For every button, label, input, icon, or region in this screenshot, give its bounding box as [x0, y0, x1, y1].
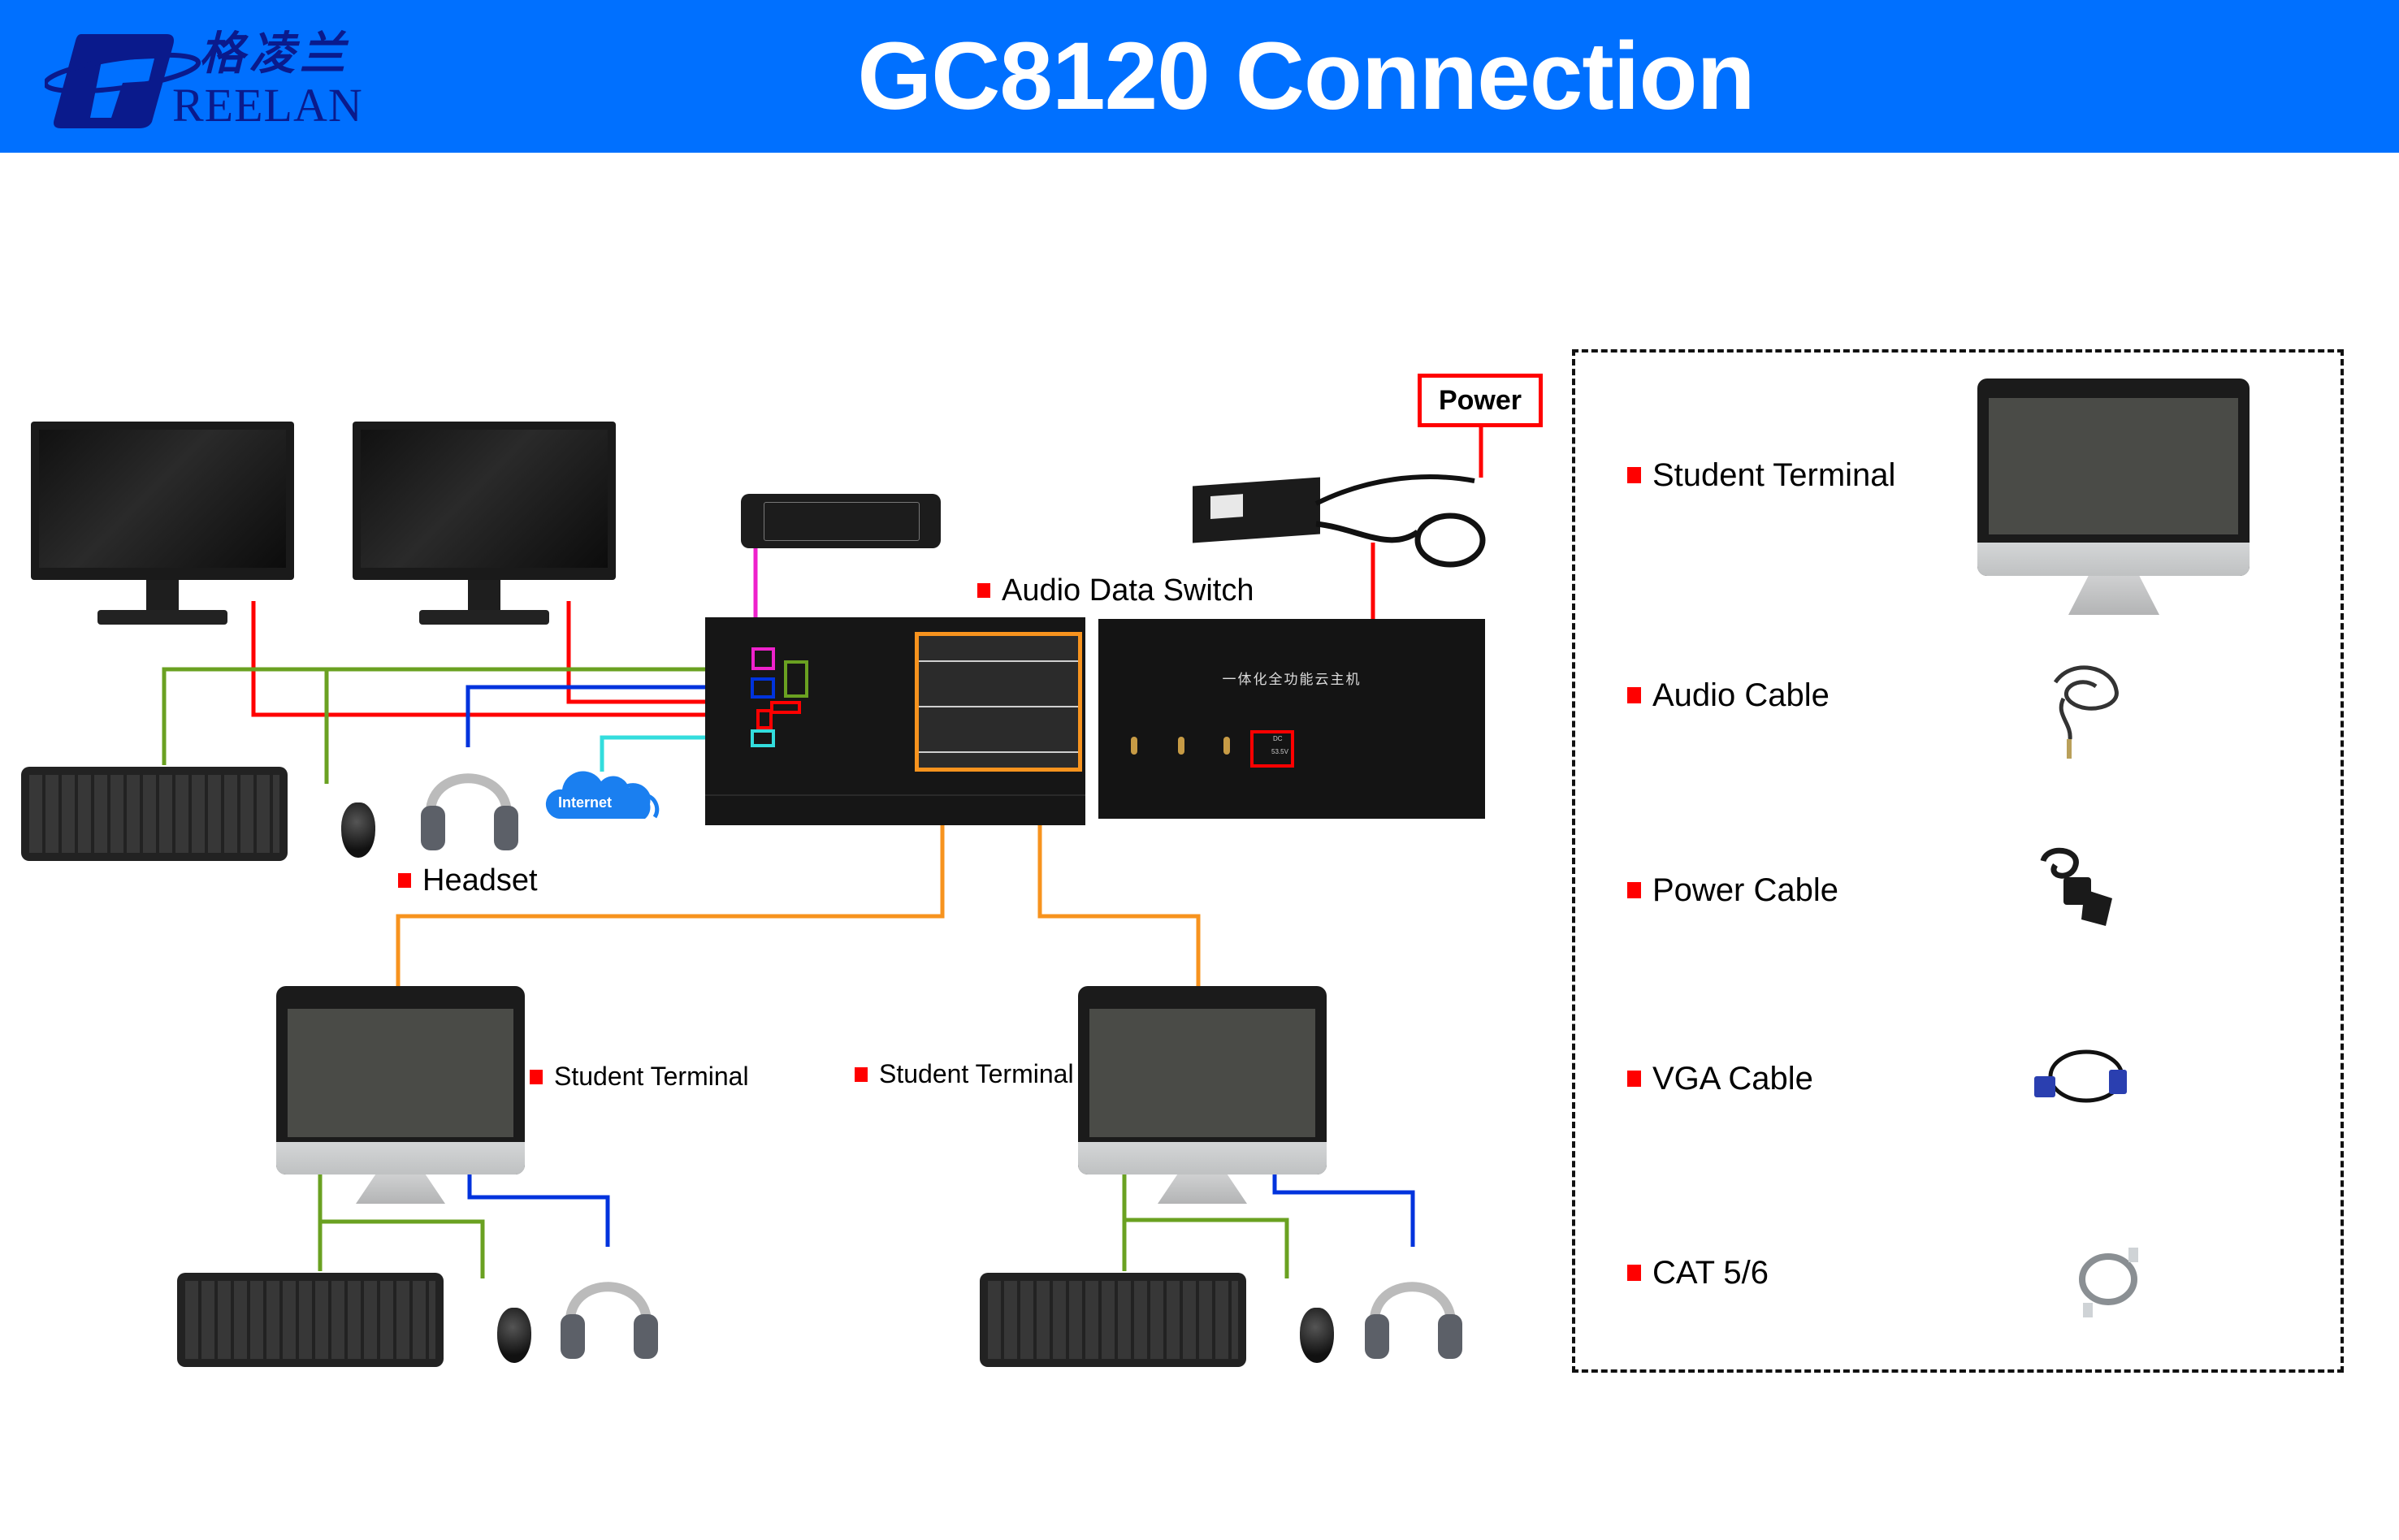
- audio-data-switch-label: Audio Data Switch: [977, 573, 1254, 608]
- terminal-right-stand: [1158, 1174, 1247, 1204]
- cat-cable-icon: [2079, 1248, 2138, 1317]
- switch-bottom-panel-line: [705, 794, 1085, 796]
- voltage-label: 53.5V: [1271, 748, 1288, 755]
- control-panel-button-area: [764, 502, 920, 541]
- bullet-icon: [1627, 467, 1641, 484]
- dc-terminal-1: [1131, 737, 1137, 755]
- usb-wire-right-keyboard: [1122, 1170, 1289, 1278]
- headset-label: Headset: [398, 863, 538, 898]
- audio-wire-right-headset: [1272, 1174, 1415, 1247]
- legend-terminal-chin: [1977, 543, 2250, 576]
- left-terminal-keyboard: [177, 1273, 444, 1367]
- dc-terminal-3: [1223, 737, 1230, 755]
- teacher-headset-icon: [421, 773, 518, 850]
- left-terminal-mouse: [497, 1308, 531, 1363]
- terminal-left-chin: [276, 1142, 525, 1174]
- monitor-1-stand-base: [97, 610, 227, 625]
- rj45-port-grid: [915, 632, 1082, 772]
- bullet-icon: [855, 1066, 868, 1082]
- monitor-2-stand-neck: [468, 580, 500, 612]
- teacher-monitor-1: [31, 422, 294, 627]
- monitor-2-screen: [361, 430, 608, 568]
- student-terminal-left-label: Student Terminal: [530, 1058, 749, 1094]
- bullet-icon: [398, 872, 411, 888]
- internet-label: Internet: [558, 794, 612, 811]
- monitor-2-stand-base: [419, 610, 549, 625]
- legend-item-vga-cable: VGA Cable: [1627, 1061, 1813, 1097]
- right-terminal-keyboard: [980, 1273, 1246, 1367]
- student-terminal-left: [276, 986, 525, 1205]
- bullet-icon: [530, 1069, 543, 1084]
- power-label-box: Power: [1418, 374, 1543, 427]
- keyboard-keys: [988, 1281, 1238, 1359]
- vga-wire-monitor-1: [251, 601, 767, 717]
- terminal-left-stand: [356, 1174, 445, 1204]
- usb-port-highlight: [784, 660, 808, 698]
- bullet-icon: [1627, 1071, 1641, 1088]
- terminal-left-screen: [288, 1009, 513, 1137]
- usb-wire-left-keyboard: [318, 1170, 485, 1278]
- dc-label: DC: [1273, 735, 1283, 742]
- power-cord-icon: [1314, 474, 1486, 568]
- legend-item-student-terminal: Student Terminal: [1627, 457, 1895, 493]
- audio-cable-icon: [2053, 665, 2119, 759]
- reelan-logo-icon: [45, 34, 201, 128]
- dc-terminal-2: [1178, 737, 1184, 755]
- student-terminal-right-label: Student Terminal: [855, 1056, 1074, 1092]
- student-terminal-right: [1078, 986, 1327, 1205]
- control-panel: [741, 494, 941, 548]
- all-in-one-pc-icon: [1977, 379, 2250, 616]
- terminal-right-chin: [1078, 1142, 1327, 1174]
- vga-port-highlight-1: [770, 701, 801, 714]
- monitor-1-stand-neck: [146, 580, 179, 612]
- audio-port-highlight: [751, 677, 775, 699]
- keyboard-keys: [29, 775, 279, 853]
- terminal-left-bezel: [276, 986, 525, 1174]
- right-terminal-mouse: [1300, 1308, 1334, 1363]
- legend-panel: [1572, 349, 2344, 1373]
- teacher-mouse: [341, 802, 375, 858]
- power-cable-icon: [2040, 847, 2112, 926]
- keyboard-keys: [185, 1281, 435, 1359]
- internet-cloud-icon[interactable]: Internet: [544, 770, 663, 820]
- vga-cable-icon: [2034, 1049, 2127, 1103]
- page-title: GC8120 Connection: [857, 23, 1755, 130]
- terminal-right-bezel: [1078, 986, 1327, 1174]
- legend-terminal-bezel: [1977, 379, 2250, 576]
- legend-item-power-cable: Power Cable: [1627, 872, 1838, 908]
- logo-chinese-text: 格凌兰: [199, 27, 350, 80]
- legend-item-audio-cable: Audio Cable: [1627, 677, 1830, 713]
- cloud-host-name: 一体化全功能云主机: [1222, 672, 1362, 687]
- bullet-icon: [1627, 882, 1641, 899]
- bullet-icon: [1627, 1265, 1641, 1282]
- audio-data-switch: [705, 617, 1085, 825]
- legend-terminal-stand: [2068, 576, 2159, 615]
- monitor-1-screen: [39, 430, 286, 568]
- vga-port-highlight-2: [756, 709, 773, 729]
- bullet-icon: [977, 582, 990, 598]
- terminal-right-screen: [1089, 1009, 1315, 1137]
- legend-item-cat-cable: CAT 5/6: [1627, 1255, 1769, 1291]
- logo-english-text: REELAN: [172, 79, 363, 132]
- left-terminal-headset-icon: [561, 1282, 658, 1359]
- teacher-keyboard: [21, 767, 288, 861]
- header-bar: [0, 0, 2399, 153]
- bullet-icon: [1627, 687, 1641, 704]
- usb-wire-keyboard: [162, 667, 798, 765]
- dc-port-highlight: DC 53.5V: [1250, 730, 1294, 768]
- audio-wire-left-headset: [467, 1174, 610, 1247]
- monitor-1-bezel: [31, 422, 294, 580]
- legend-terminal-screen: [1989, 398, 2238, 534]
- power-adapter-sticker: [1210, 494, 1243, 519]
- control-port-highlight: [751, 647, 775, 670]
- cat-wire-left-terminal: [396, 808, 945, 986]
- cat-wire-right-terminal: [1037, 808, 1201, 986]
- cloud-host: 一体化全功能云主机 DC 53.5V: [1098, 619, 1485, 819]
- audio-wire-headset: [466, 685, 764, 747]
- monitor-2-bezel: [353, 422, 616, 580]
- network-port-highlight: [751, 729, 775, 747]
- teacher-monitor-2: [353, 422, 616, 627]
- right-terminal-headset-icon: [1365, 1282, 1462, 1359]
